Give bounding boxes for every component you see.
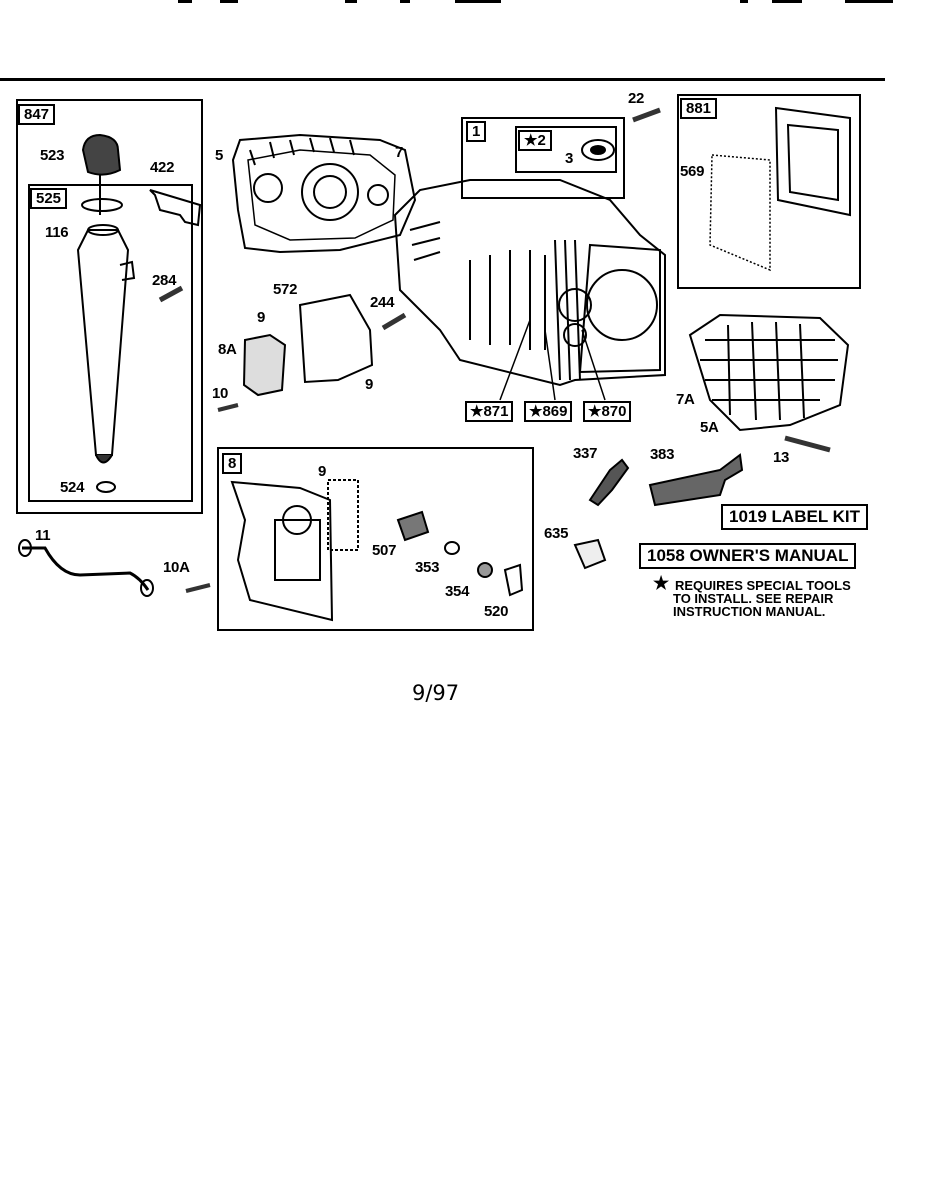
callout-7a: 7A [676, 391, 695, 408]
bracket-422 [149, 189, 202, 227]
dipstick-tube [76, 229, 130, 456]
clip-520 [503, 563, 524, 597]
nut-354 [477, 562, 493, 578]
callout-871: ★871 [465, 401, 514, 422]
callout-9-blower: 9 [318, 463, 327, 480]
engine-block [393, 179, 666, 387]
callout-3: 3 [565, 150, 574, 167]
callout-572: 572 [273, 281, 298, 298]
callout-116: 116 [45, 224, 69, 241]
callout-635: 635 [544, 525, 569, 542]
o-ring-524 [96, 481, 116, 493]
callout-9-upper: 9 [257, 309, 266, 326]
callout-2: ★2 [518, 130, 552, 151]
callout-337: 337 [573, 445, 598, 462]
frame-1 [461, 117, 625, 199]
callout-11: 11 [35, 527, 51, 544]
callout-22: 22 [628, 90, 645, 107]
cylinder-head-7a [688, 313, 850, 432]
switch-507 [396, 510, 430, 542]
o-ring-116 [81, 198, 123, 212]
baffle-8a [242, 333, 287, 397]
frame-881 [677, 94, 861, 289]
cropped-header-fragments [0, 0, 925, 8]
callout-881: 881 [680, 98, 718, 119]
callout-847: 847 [18, 104, 56, 125]
callout-525: 525 [30, 188, 68, 209]
header-rule [0, 78, 885, 81]
callout-520: 520 [484, 603, 509, 620]
note-line-2: TO INSTALL. SEE REPAIR [673, 591, 834, 606]
note-line-3: INSTRUCTION MANUAL. [673, 604, 826, 619]
callout-523: 523 [40, 147, 65, 164]
callout-10: 10 [212, 385, 229, 402]
callout-10a: 10A [163, 559, 190, 576]
callout-569: 569 [680, 163, 705, 180]
cylinder-head-5 [231, 133, 417, 254]
callout-9-lower: 9 [365, 376, 374, 393]
fuel-line-11 [22, 546, 150, 591]
air-guide-572 [298, 293, 374, 384]
callout-354: 354 [445, 583, 470, 600]
frame-525 [28, 184, 193, 502]
callout-507: 507 [372, 542, 397, 559]
callout-5: 5 [215, 147, 224, 164]
callout-353: 353 [415, 559, 440, 576]
page-date: 9/97 [412, 681, 460, 705]
callout-7: 7 [395, 144, 404, 161]
frame-8 [217, 447, 534, 631]
callout-13: 13 [773, 449, 790, 466]
nut-353 [444, 541, 460, 555]
muffler-383 [648, 453, 744, 507]
frame-847 [16, 99, 203, 514]
callout-1: 1 [466, 121, 487, 142]
callout-244: 244 [370, 294, 395, 311]
blower-housing [230, 480, 334, 622]
callout-383: 383 [650, 446, 675, 463]
seal-3 [581, 139, 615, 161]
owners-manual-box: 1058 OWNER'S MANUAL [639, 543, 857, 569]
callout-869: ★869 [524, 401, 573, 422]
gasket-569 [709, 154, 771, 272]
callout-524: 524 [60, 479, 85, 496]
spark-plug-boot-635 [573, 538, 607, 570]
star-icon: ★ [653, 573, 670, 593]
note-line-1: REQUIRES SPECIAL TOOLS [675, 578, 851, 593]
callout-422: 422 [150, 159, 175, 176]
label-kit-box: 1019 LABEL KIT [721, 504, 869, 530]
callout-284: 284 [152, 272, 177, 289]
callout-8a: 8A [218, 341, 237, 358]
callout-8: 8 [222, 453, 243, 474]
callout-870: ★870 [583, 401, 632, 422]
callout-5a: 5A [700, 419, 719, 436]
spark-plug-337 [588, 458, 630, 507]
oil-cap-523 [81, 133, 122, 176]
special-tools-note: ★ REQUIRES SPECIAL TOOLS TO INSTALL. SEE… [653, 573, 851, 619]
